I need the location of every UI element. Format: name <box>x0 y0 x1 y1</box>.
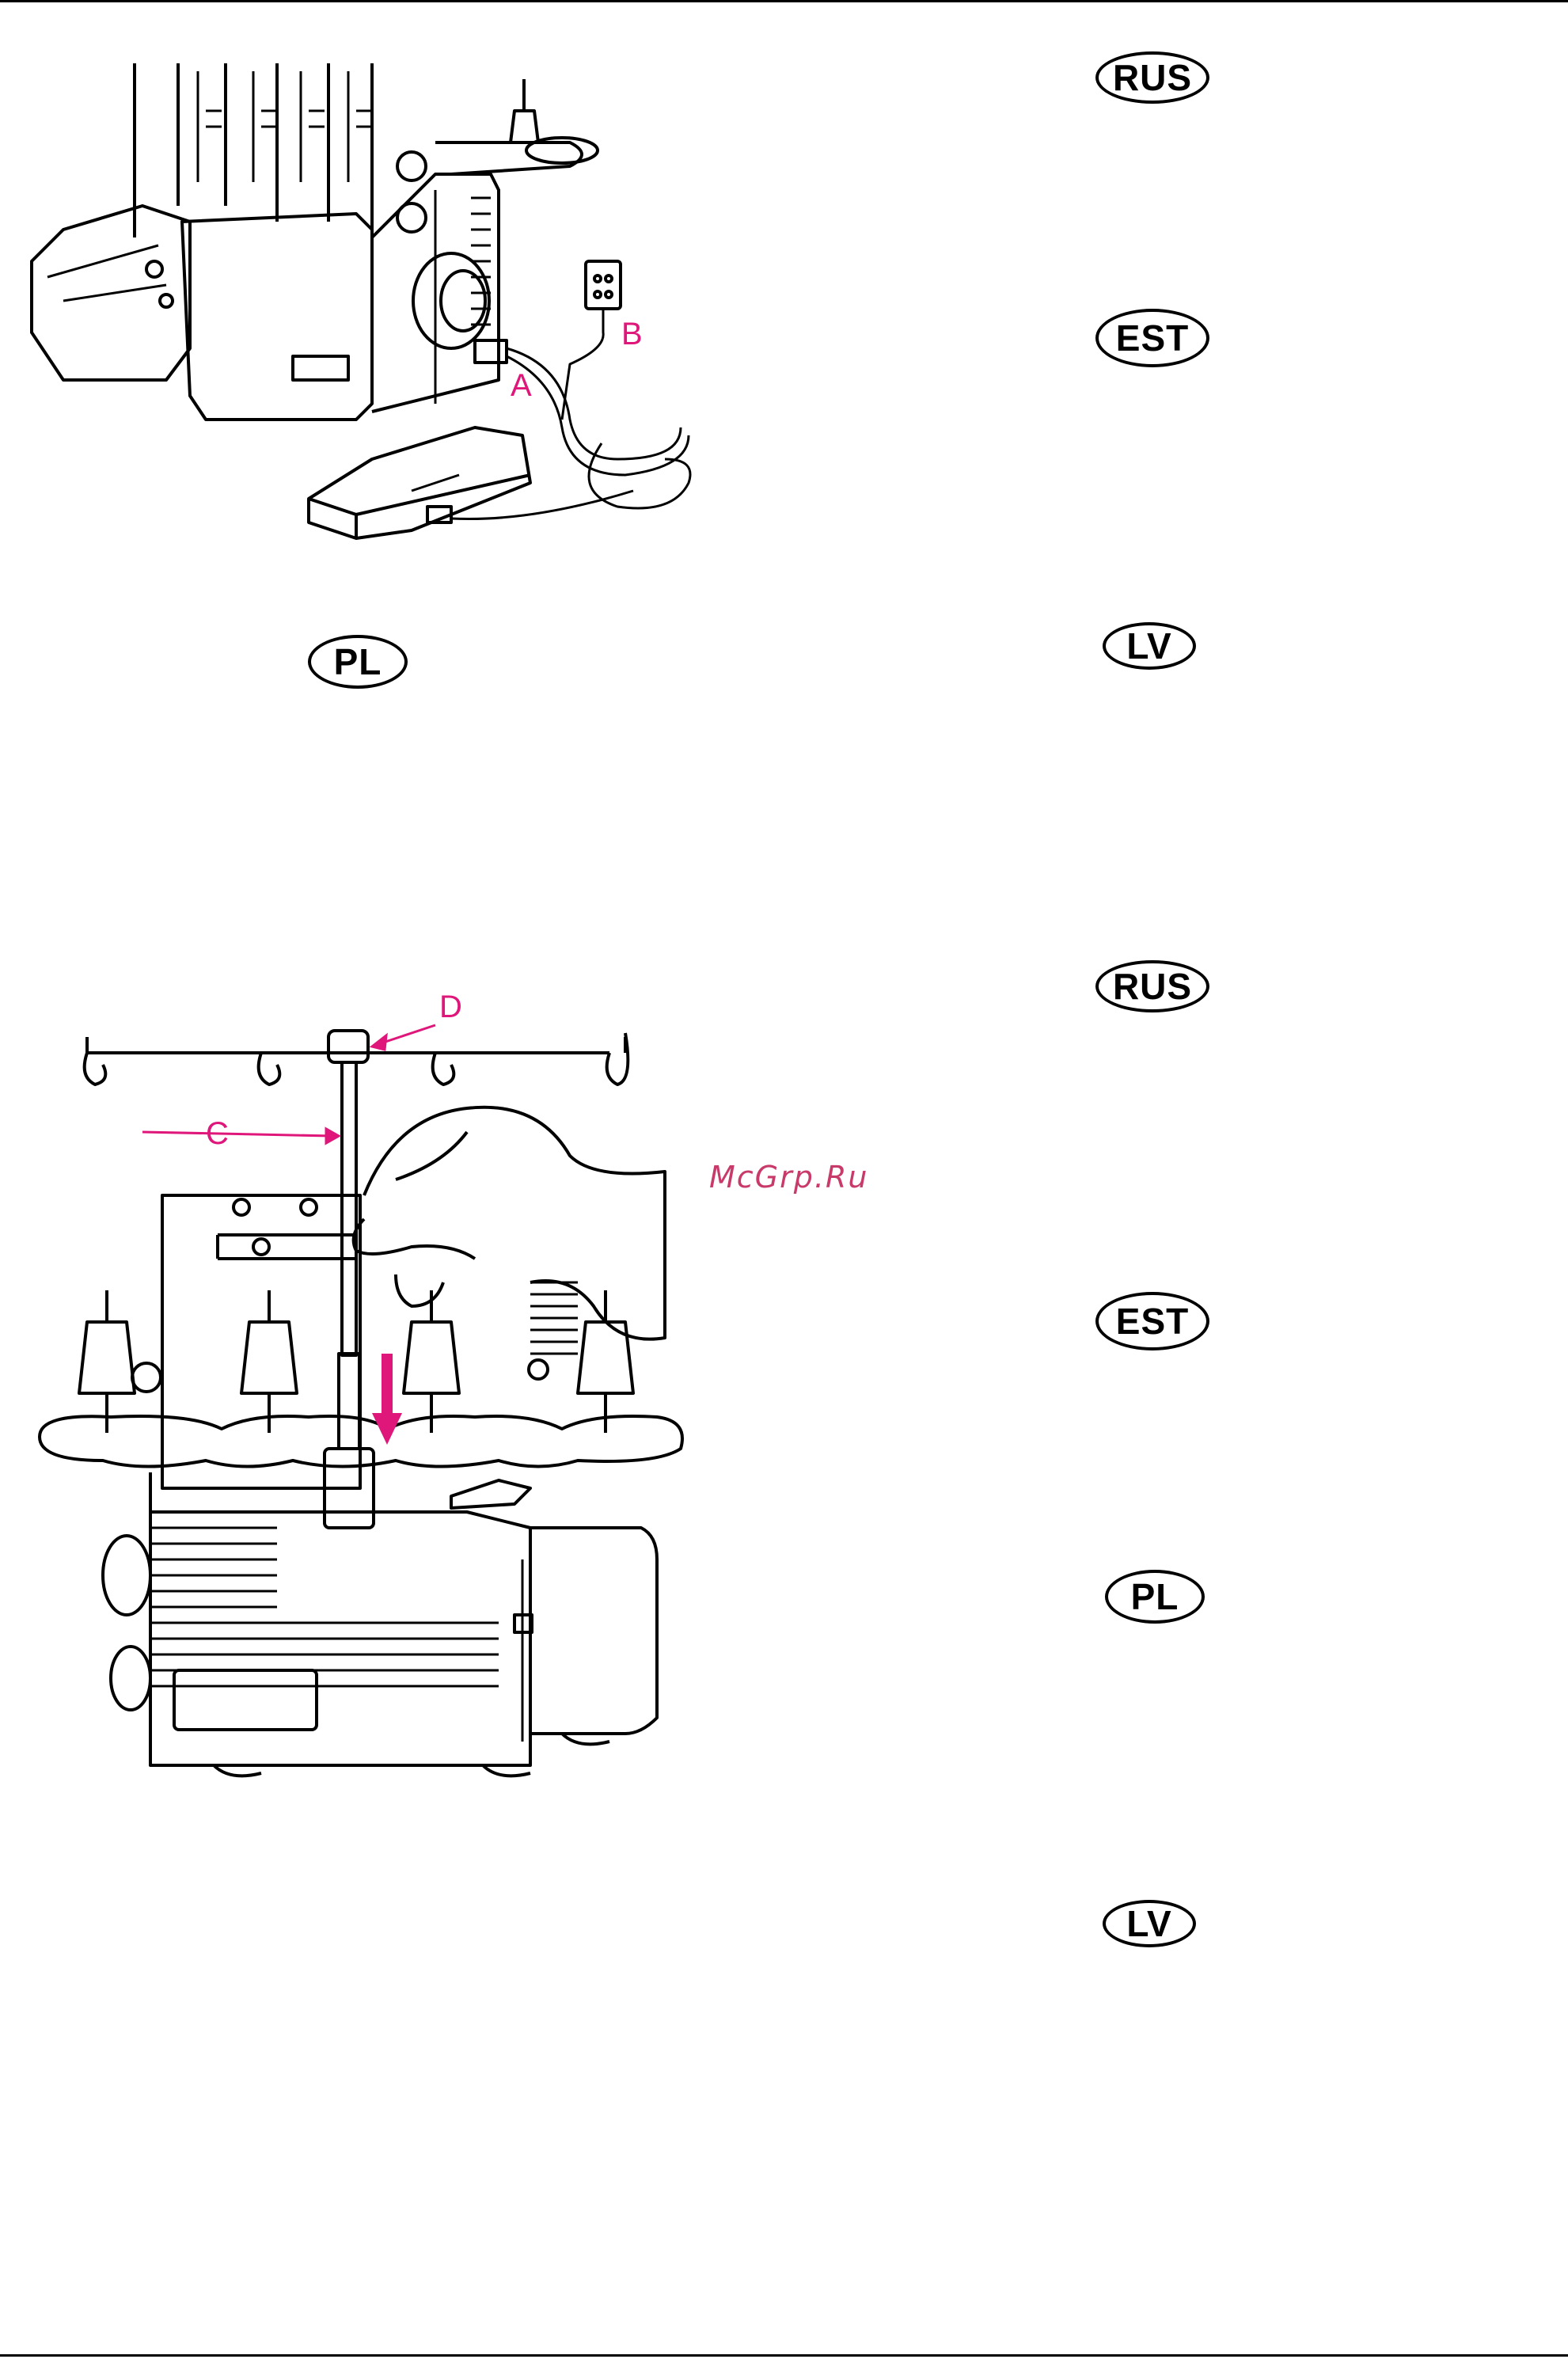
language-badge-lv-2: LV <box>1103 1900 1196 1947</box>
language-badge-pl-2: PL <box>1105 1570 1205 1624</box>
callout-c: C <box>206 1116 229 1151</box>
language-badge-rus-2: RUS <box>1095 960 1209 1012</box>
language-badge-rus: RUS <box>1095 51 1209 104</box>
figure-thread-guide-install: D C <box>24 974 720 1781</box>
top-rule <box>0 0 1568 2</box>
watermark: McGrp.Ru <box>709 1160 868 1195</box>
language-badge-lv: LV <box>1103 622 1196 670</box>
callout-b: B <box>621 317 643 351</box>
language-badge-est: EST <box>1095 309 1209 367</box>
language-badge-pl: PL <box>308 635 408 689</box>
callout-d: D <box>439 990 462 1024</box>
callout-a: A <box>511 368 532 403</box>
language-badge-est-2: EST <box>1095 1292 1209 1350</box>
figure-power-connection: A B <box>16 47 712 570</box>
bottom-rule <box>0 2354 1568 2357</box>
